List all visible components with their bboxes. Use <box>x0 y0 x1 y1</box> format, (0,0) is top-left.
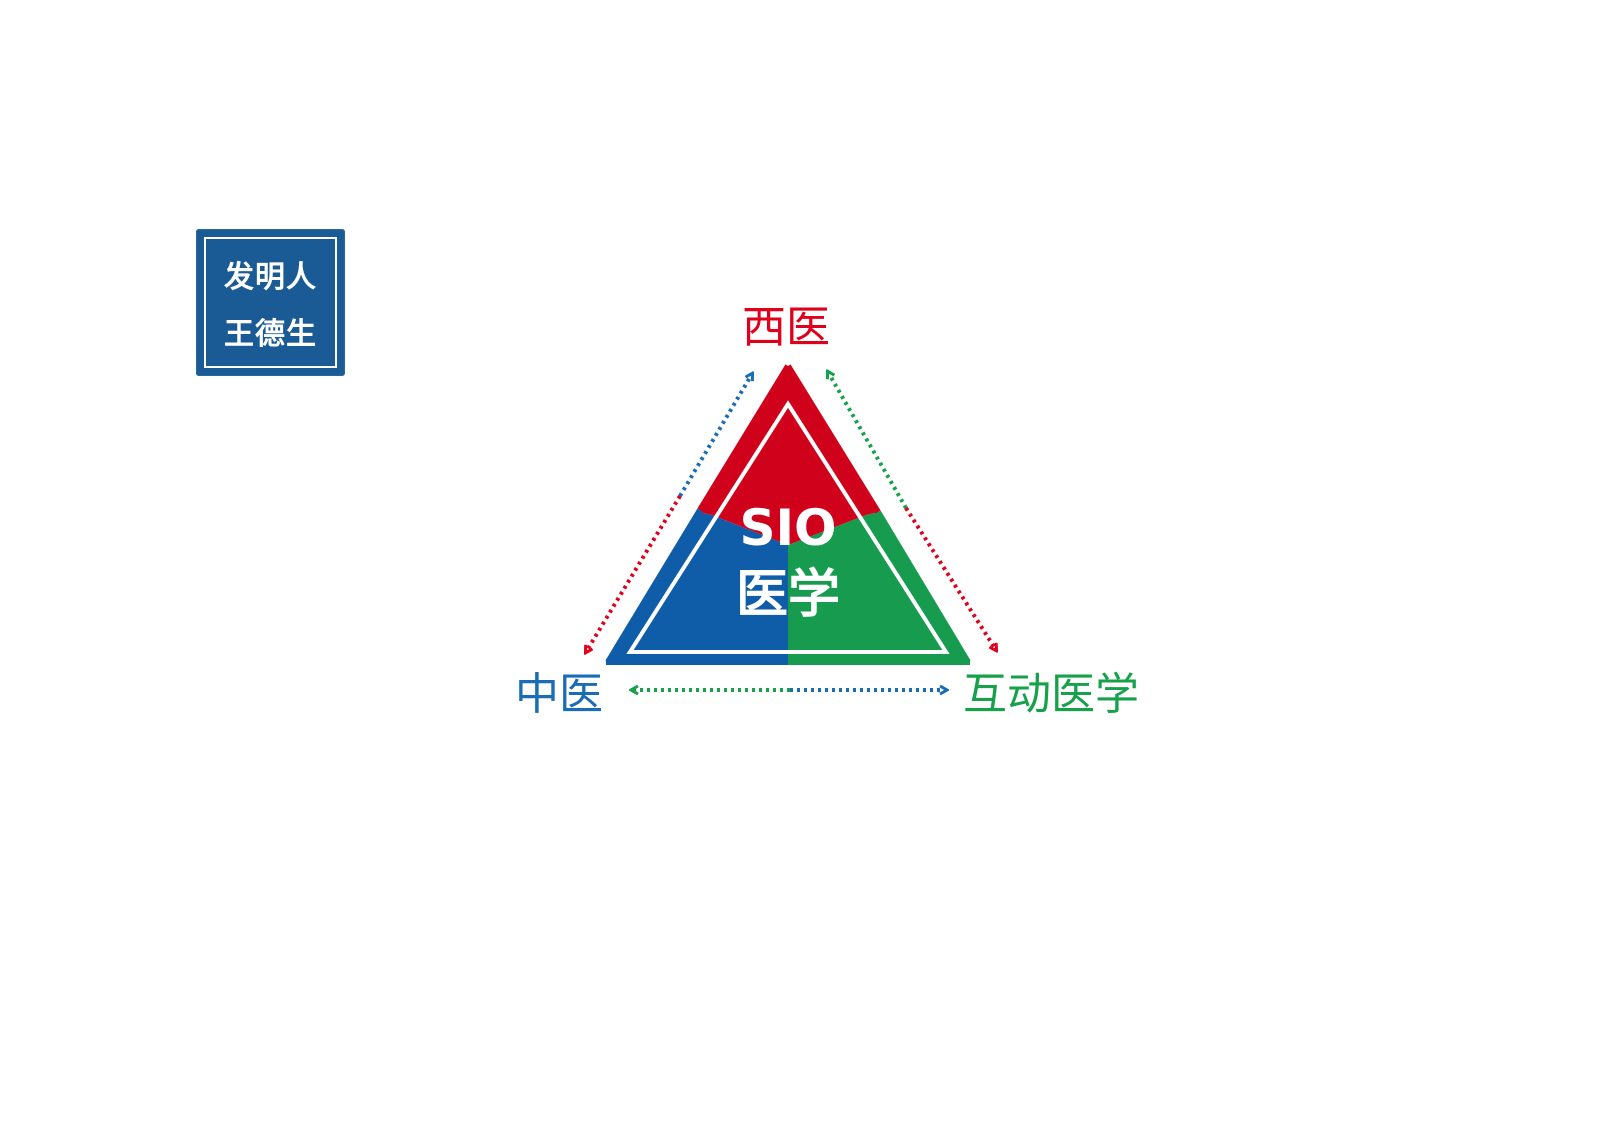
outer-edge-right-lower <box>875 510 971 664</box>
node-label-interactive-medicine: 互动医学 <box>963 669 1139 720</box>
stamp-line-2: 王德生 <box>224 317 317 352</box>
outer-edge-left-upper <box>697 364 791 512</box>
inner-white-outline <box>626 400 950 654</box>
arrow-right-red-segment <box>904 506 996 650</box>
center-label-medicine: 医学 <box>736 565 840 625</box>
center-label-sio: SIO <box>739 499 836 557</box>
outer-edge-left-lower <box>605 508 703 664</box>
node-label-western-medicine: 西医 <box>742 302 830 353</box>
arrow-left-red-segment <box>586 494 682 652</box>
stamp-border <box>204 237 337 368</box>
arrow-left-blue-segment <box>678 374 752 498</box>
inventor-stamp: 发明人 王德生 <box>196 229 345 376</box>
arrow-right-green-segment <box>828 372 908 509</box>
outer-edge-right-upper <box>785 364 881 514</box>
node-label-chinese-medicine: 中医 <box>515 669 603 720</box>
stamp-line-1: 发明人 <box>224 260 317 295</box>
